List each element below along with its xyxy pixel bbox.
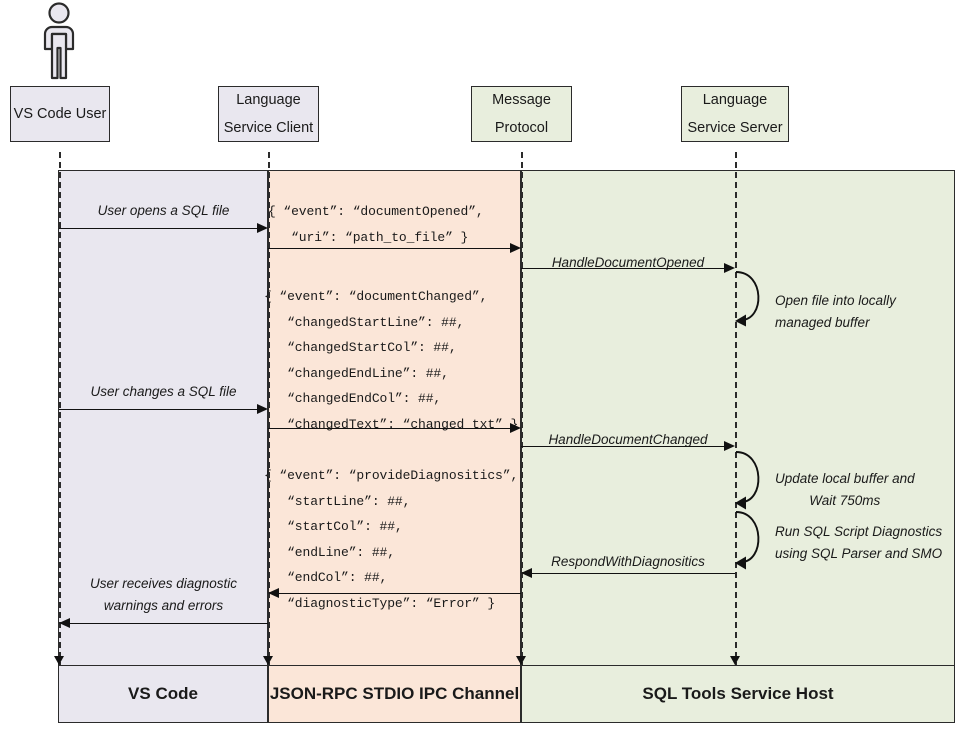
note-line2: managed buffer [775,314,870,330]
arrow-protocol-to-client-diagnostics [279,593,521,594]
lifeline-vscode-user [59,152,61,668]
self-loop-update-buffer [735,448,777,515]
participant-label-line1: VS Code User [13,105,107,122]
participant-label-line1: Message [492,91,551,108]
arrow-head-left [521,567,532,578]
lifeline-terminator-vscode-user [53,656,64,670]
arrow-head-left [59,617,70,628]
message-line2: warnings and errors [103,597,224,613]
arrow-head-right [510,242,521,253]
footer-zone-ipc-channel: JSON-RPC STDIO IPC Channel [268,665,521,723]
self-loop-open-buffer [735,268,777,333]
arrow-head-left [268,587,279,598]
participant-label-line1: Language [702,91,768,108]
payload-document-changed: { “event”: “documentChanged”, “changedSt… [264,289,519,432]
participant-label-line2: Protocol [494,120,549,136]
note-line1: Update local buffer and [775,471,915,486]
participant-header-language-service-server: Language Service Server [681,86,789,142]
message-line1: User receives diagnostic [89,576,238,591]
arrow-handle-document-changed [521,446,724,447]
lifeline-terminator-protocol [515,656,526,670]
lifeline-terminator-client [262,656,273,670]
arrow-head-right [510,422,521,433]
arrow-head-right [724,262,735,273]
lifeline-terminator-server [729,656,740,670]
message-label-handle-document-changed: HandleDocumentChanged [548,432,708,447]
participant-header-language-service-client: Language Service Client [218,86,319,142]
participant-header-vscode-user: VS Code User [10,86,110,142]
arrow-head-right [257,403,268,414]
band-service-host [521,170,955,666]
arrow-user-changes-sql-file [59,409,257,410]
message-label-user-opens-sql-file: User opens a SQL file [97,203,230,218]
footer-zone-service-host: SQL Tools Service Host [521,665,955,723]
note-line1: Run SQL Script Diagnostics [775,524,943,539]
footer-label-service-host: SQL Tools Service Host [642,684,834,703]
arrow-respond-with-diagnostics [532,573,735,574]
note-run-diagnostics: Run SQL Script Diagnostics using SQL Par… [775,521,942,565]
arrow-user-opens-sql-file [59,228,257,229]
note-open-buffer: Open file into locally managed buffer [775,290,896,334]
message-label-respond-with-diagnostics: RespondWithDiagnositics [551,554,705,569]
message-label-user-changes-sql-file: User changes a SQL file [90,384,237,399]
note-line1: Open file into locally [775,293,896,308]
note-update-buffer: Update local buffer and Wait 750ms [775,468,915,512]
footer-zone-vscode: VS Code [58,665,268,723]
vs-code-user-actor-icon [33,2,85,80]
self-loop-run-diagnostics [735,508,777,575]
lifeline-language-service-client [268,152,270,668]
participant-label-line2: Service Client [223,120,314,136]
note-line2: Wait 750ms [809,492,881,508]
lifeline-language-service-server [735,152,737,668]
arrow-head-right [724,440,735,451]
participant-label-line1: Language [236,91,301,108]
note-line2: using SQL Parser and SMO [775,545,943,561]
participant-header-message-protocol: Message Protocol [471,86,572,142]
arrow-client-to-user-diagnostics [70,623,268,624]
arrow-client-to-protocol-changed [268,428,510,429]
footer-label-ipc-channel: JSON-RPC STDIO IPC Channel [269,684,520,703]
message-label-user-receives-diagnostics: User receives diagnostic warnings and er… [59,573,268,617]
payload-document-opened: { “event”: “documentOpened”, “uri”: “pat… [268,204,484,245]
band-vscode [58,170,268,666]
band-ipc-channel [268,170,521,666]
message-label-handle-document-opened: HandleDocumentOpened [551,255,705,270]
payload-provide-diagnostics: { “event”: “provideDiagnositics”, “start… [264,468,519,611]
arrow-head-right [257,222,268,233]
arrow-client-to-protocol-opened [268,248,510,249]
footer-label-vscode: VS Code [128,684,198,703]
arrow-handle-document-opened [521,268,724,269]
participant-label-line2: Service Server [687,120,783,136]
lifeline-message-protocol [521,152,523,668]
